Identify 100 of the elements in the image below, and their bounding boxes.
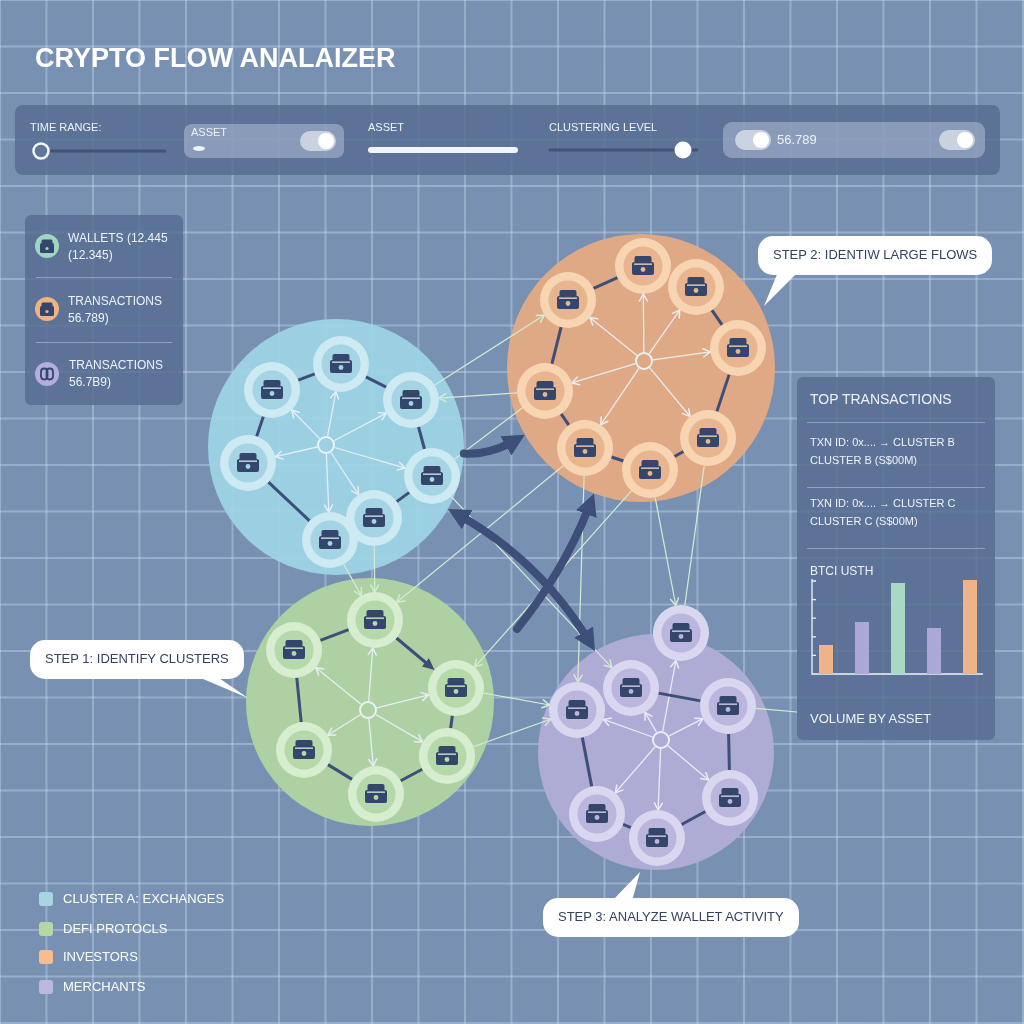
wallet-node — [629, 810, 685, 866]
wallet-node — [549, 682, 605, 738]
wallet-node — [266, 622, 322, 678]
arrow — [571, 362, 637, 386]
arrow — [602, 717, 654, 738]
arrow — [638, 293, 649, 353]
control-label: CLUSTERING LEVEL — [549, 121, 658, 133]
arrow — [482, 692, 551, 709]
legend-label: INVESTORS — [63, 949, 138, 964]
arrow — [367, 718, 378, 767]
hub-circle — [652, 731, 670, 749]
arrow — [343, 563, 363, 597]
connector-line — [319, 628, 350, 642]
arrow — [314, 666, 362, 705]
callout-text: STEP 2: IDENTIW LARGE FLOWS — [773, 247, 978, 262]
arrow — [648, 309, 681, 355]
connector-line — [417, 426, 426, 450]
wallet-node — [302, 512, 358, 568]
arrow — [395, 636, 435, 670]
arrow — [668, 717, 704, 737]
connector-line — [727, 733, 731, 771]
wallet-node — [680, 410, 736, 466]
thick-arrow — [459, 435, 525, 458]
wallet-node — [313, 336, 369, 392]
chart-title: VOLUME BY ASSET — [810, 711, 932, 726]
wallet-node — [557, 420, 613, 476]
chart-legend-text: BTCI USTH — [810, 564, 874, 578]
arrow — [652, 348, 712, 361]
arrow — [330, 451, 360, 496]
wallet-node — [220, 435, 276, 491]
connector-line — [395, 491, 411, 503]
wallet-node — [276, 722, 332, 778]
connector-line — [710, 309, 724, 326]
stat-text: WALLETS (12.445 (12.345) — [68, 230, 169, 264]
connector-line — [684, 465, 705, 606]
connector-line — [622, 823, 632, 829]
value-text: 56.789 — [777, 132, 817, 147]
connector-line — [592, 276, 619, 290]
wallet-node — [428, 660, 484, 716]
wallet-node — [569, 786, 625, 842]
wallet-node — [244, 362, 300, 418]
wallet-node — [346, 490, 402, 546]
hub-circle — [635, 352, 653, 370]
arrow — [323, 453, 334, 513]
connector-line — [453, 407, 524, 460]
arrow — [333, 446, 406, 471]
wallet-node — [622, 442, 678, 498]
wallet-node — [603, 660, 659, 716]
arrow — [649, 367, 691, 418]
connector-line — [295, 677, 303, 723]
arrow — [333, 412, 388, 442]
wallet-node — [347, 592, 403, 648]
arrow — [326, 390, 340, 437]
connector-line — [449, 715, 454, 729]
arrow — [395, 465, 564, 604]
connector-line — [327, 763, 353, 781]
transaction-text: CLUSTER C (S$00M) — [810, 515, 918, 527]
thick-arrow — [513, 493, 597, 633]
arrow — [644, 711, 658, 733]
control-label: ASSET — [191, 126, 228, 138]
wallet-node — [404, 448, 460, 504]
wallet-node — [668, 259, 724, 315]
hub-circle — [359, 701, 377, 719]
arrow — [653, 748, 664, 811]
control-label: ASSET — [368, 121, 405, 133]
arrow — [326, 714, 362, 736]
connector-line — [755, 707, 798, 713]
arrow — [438, 392, 518, 403]
transaction-text: TXN ID: 0x.... → CLUSTER C — [810, 497, 956, 509]
arrow — [472, 717, 552, 748]
wallet-node — [615, 238, 671, 294]
transaction-text: TXN ID: 0x.... → CLUSTER B — [810, 436, 955, 448]
connector-line — [715, 374, 731, 412]
wallet-node — [710, 320, 766, 376]
arrow — [667, 745, 710, 781]
wallet-node — [517, 363, 573, 419]
arrow — [614, 746, 656, 794]
callout-text: STEP 3: ANALYZE WALLET ACTIVITY — [558, 909, 784, 924]
connector-line — [580, 737, 594, 787]
hub-circle — [317, 436, 335, 454]
arrow — [376, 691, 430, 709]
callout-text: STEP 1: IDENTIFY CLUSTERS — [45, 651, 229, 666]
transaction-text: CLUSTER B (S$00M) — [810, 454, 917, 466]
stat-text: TRANSACTIONS 56.789) — [68, 293, 163, 327]
arrow — [375, 713, 424, 743]
wallet-node — [419, 728, 475, 784]
panel-heading: TOP TRANSACTIONS — [810, 391, 952, 407]
wallet-node — [653, 605, 709, 661]
arrow — [290, 409, 321, 440]
arrow — [662, 659, 680, 732]
wallet-node — [700, 678, 756, 734]
connector-line — [297, 372, 316, 382]
wallet-node — [702, 770, 758, 826]
thick-arrow — [448, 508, 596, 651]
wallet-node — [540, 272, 596, 328]
arrow — [654, 496, 680, 607]
connector-line — [255, 416, 265, 437]
legend-label: MERCHANTS — [63, 979, 146, 994]
connector-line — [673, 450, 685, 458]
control-label: TIME RANGE: — [30, 121, 102, 133]
